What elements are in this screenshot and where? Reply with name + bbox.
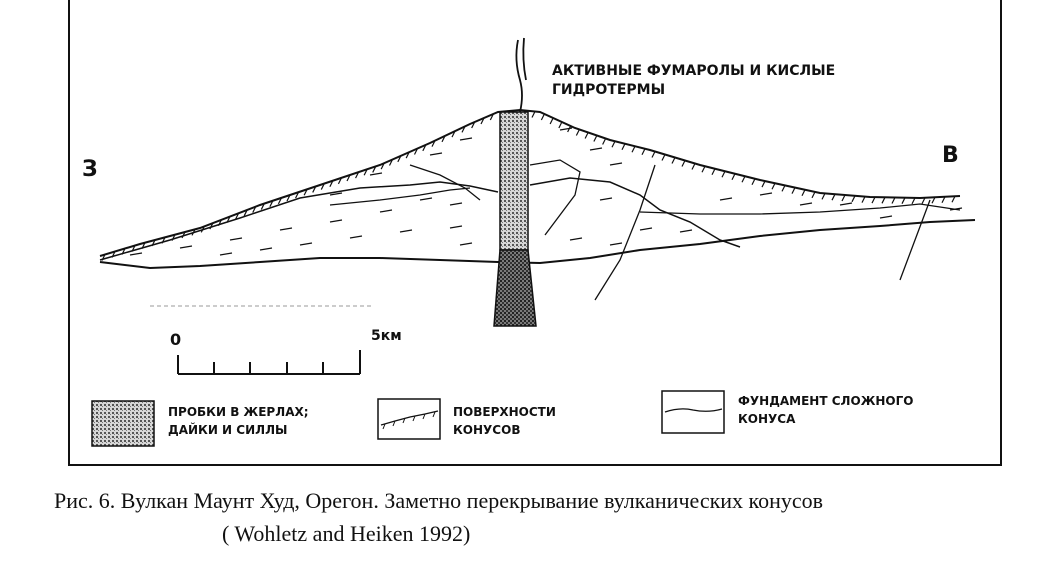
dyke-1 (409, 164, 481, 201)
cone-surface-outer (99, 108, 961, 257)
legend-cone-surfaces-label: ПОВЕРХНОСТИ КОНУСОВ (453, 403, 556, 439)
legend-swatch-complex-cone-base (661, 390, 725, 434)
annotation-fumaroles-line1: АКТИВНЫЕ ФУМАРОЛЫ И КИСЛЫЕ (552, 63, 836, 79)
caption-line1: Рис. 6. Вулкан Маунт Худ, Орегон. Заметн… (54, 488, 824, 513)
legend-cone-surfaces-line1: ПОВЕРХНОСТИ (453, 405, 556, 419)
scale-bar (177, 350, 361, 375)
strata-dashes (129, 127, 963, 256)
cone-surface-inner-east (529, 177, 741, 248)
fault-east-1 (594, 164, 656, 301)
legend-swatch-cone-surfaces (377, 398, 441, 440)
legend-vent-plugs-label: ПРОБКИ В ЖЕРЛАХ; ДАЙКИ И СИЛЛЫ (168, 403, 309, 439)
legend-vent-plugs-line1: ПРОБКИ В ЖЕРЛАХ; (168, 405, 309, 419)
cone-surface-inner-2 (329, 187, 471, 206)
figure-frame (68, 0, 1002, 466)
legend-complex-cone-base-label: ФУНДАМЕНТ СЛОЖНОГО КОНУСА (738, 392, 913, 428)
fault-east-2 (899, 199, 931, 281)
legend-cone-surfaces-line2: КОНУСОВ (453, 423, 521, 437)
cone-surface-inner-east-2 (639, 203, 961, 215)
annotation-fumaroles: АКТИВНЫЕ ФУМАРОЛЫ И КИСЛЫЕ ГИДРОТЕРМЫ (552, 62, 835, 100)
dyke-2 (529, 159, 581, 236)
cone-surface-hachures (101, 110, 956, 261)
legend-complex-cone-base-line2: КОНУСА (738, 412, 796, 426)
cone-surface-inner-west (99, 181, 499, 261)
direction-east-label: В (942, 143, 959, 168)
annotation-fumaroles-line2: ГИДРОТЕРМЫ (552, 82, 666, 98)
legend-vent-plugs-line2: ДАЙКИ И СИЛЛЫ (168, 423, 288, 437)
legend-swatch-vent-plugs (91, 400, 155, 447)
vent-plug-lower (493, 249, 537, 327)
legend-complex-cone-base-line1: ФУНДАМЕНТ СЛОЖНОГО (738, 394, 914, 408)
direction-west-label: З (82, 157, 98, 182)
scale-end-label: 5км (371, 328, 402, 344)
scale-start-label: 0 (170, 330, 182, 349)
caption-line2: ( Wohletz and Heiken 1992) (222, 521, 471, 546)
steam-plume (515, 37, 527, 113)
complex-cone-base (99, 219, 976, 270)
